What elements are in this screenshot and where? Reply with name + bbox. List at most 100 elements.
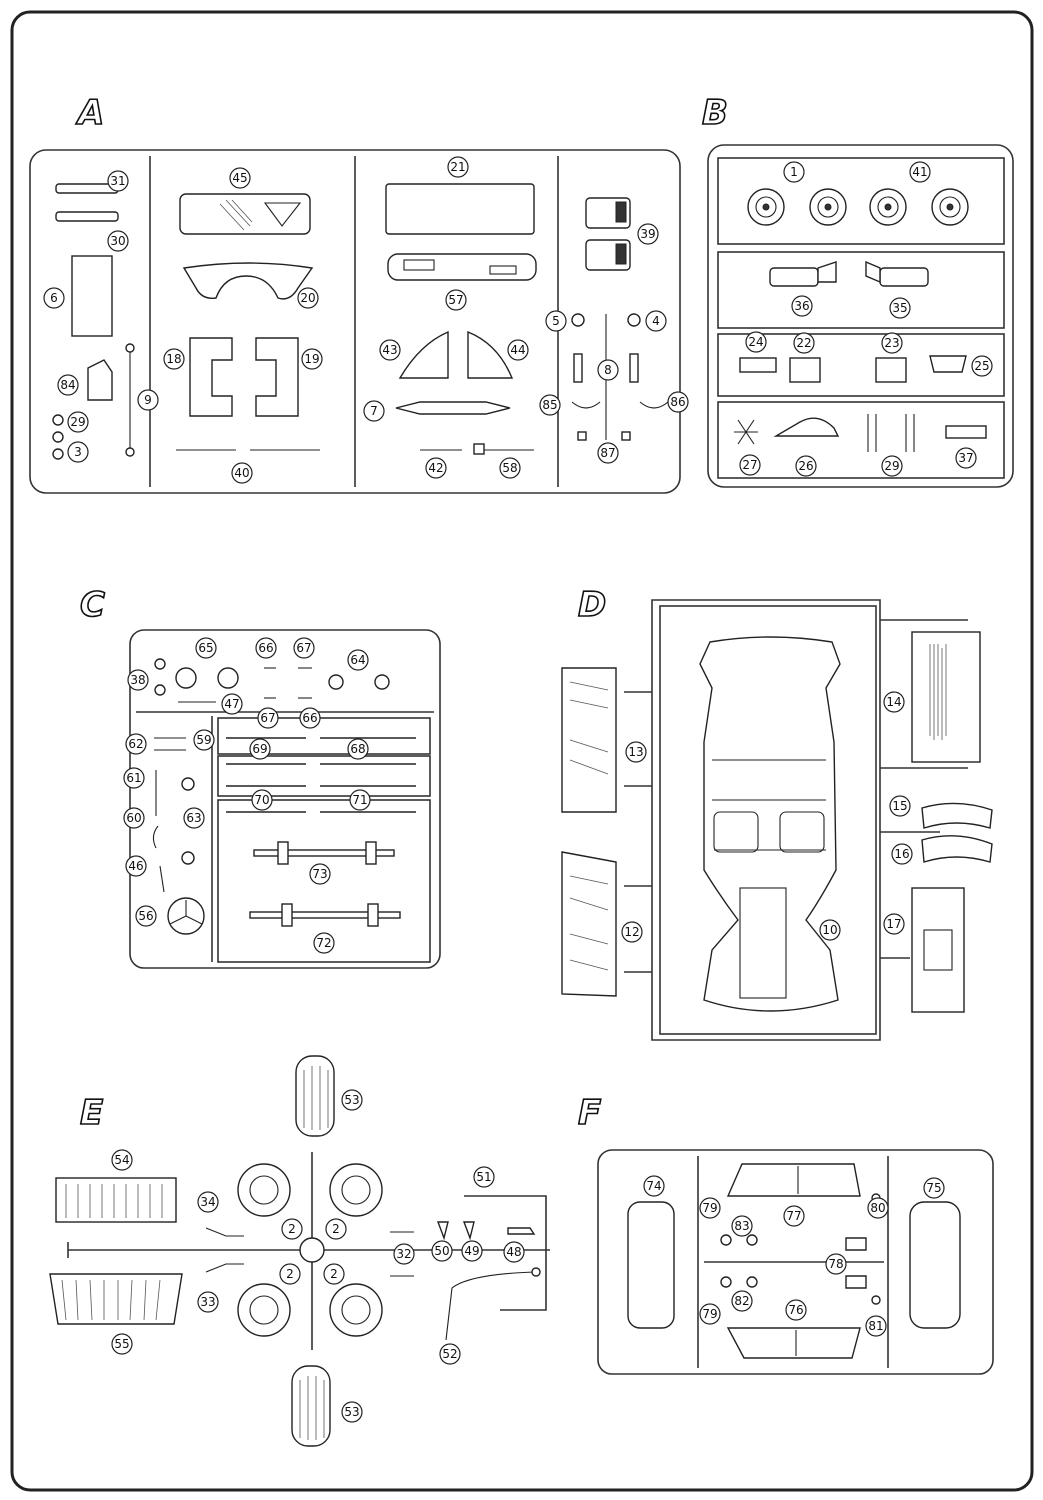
part-number-tag: 2 (323, 1263, 345, 1285)
part-number-label: 40 (234, 466, 249, 480)
part-number-label: 66 (302, 711, 317, 725)
part-number-label: 1 (790, 165, 798, 179)
part-number-tag: 84 (57, 374, 79, 396)
part-number-tag: 38 (127, 669, 149, 691)
part-number-label: 39 (640, 227, 655, 241)
part-number-tag: 31 (107, 170, 129, 192)
part-number-tag: 73 (309, 863, 331, 885)
part-number-tag: 57 (445, 289, 467, 311)
part-number-label: 41 (912, 165, 927, 179)
sprue-letter: D (578, 585, 606, 625)
part-number-label: 57 (448, 293, 463, 307)
part-number-label: 16 (894, 847, 909, 861)
part-number-label: 36 (794, 299, 809, 313)
part-number-label: 64 (350, 653, 365, 667)
part-number-tag: 46 (125, 855, 147, 877)
part-number-label: 76 (788, 1303, 803, 1317)
part-number-label: 53 (344, 1405, 359, 1419)
part-number-tag: 67 (293, 637, 315, 659)
part-number-tag: 53 (341, 1089, 363, 1111)
part-number-tag: 18 (163, 348, 185, 370)
part-number-label: 59 (196, 733, 211, 747)
part-number-label: 9 (144, 393, 152, 407)
part-number-tag: 14 (883, 691, 905, 713)
part-number-label: 19 (304, 352, 319, 366)
part-number-tag: 53 (341, 1401, 363, 1423)
part-number-label: 30 (110, 234, 125, 248)
part-number-tag: 81 (865, 1315, 887, 1337)
part-number-label: 18 (166, 352, 181, 366)
part-number-label: 51 (476, 1170, 491, 1184)
part-number-label: 71 (352, 793, 367, 807)
part-number-tag: 37 (955, 447, 977, 469)
part-number-label: 52 (442, 1347, 457, 1361)
part-number-label: 24 (748, 335, 763, 349)
part-number-label: 80 (870, 1201, 885, 1215)
part-number-label: 81 (868, 1319, 883, 1333)
part-number-label: 26 (798, 459, 813, 473)
part-number-tag: 19 (301, 348, 323, 370)
part-number-label: 45 (232, 171, 247, 185)
part-number-tag: 68 (347, 738, 369, 760)
part-number-label: 86 (670, 395, 685, 409)
part-number-label: 85 (542, 398, 557, 412)
part-number-label: 44 (510, 343, 525, 357)
part-number-tag: 34 (197, 1191, 219, 1213)
sprue-c: C (79, 584, 441, 969)
part-number-label: 29 (70, 415, 85, 429)
part-number-label: 15 (892, 799, 907, 813)
part-number-tag: 70 (251, 789, 273, 811)
sprue-b: B (701, 92, 1014, 488)
part-number-label: 33 (200, 1295, 215, 1309)
part-number-label: 35 (892, 301, 907, 315)
part-number-label: 49 (464, 1244, 479, 1258)
part-number-label: 23 (884, 336, 899, 350)
part-number-tag: 79 (699, 1303, 721, 1325)
part-number-tag: 82 (731, 1290, 753, 1312)
sprue-letter: A (75, 93, 104, 133)
part-number-tag: 23 (881, 332, 903, 354)
part-number-label: 22 (796, 336, 811, 350)
part-number-tag: 3 (67, 441, 89, 463)
part-number-tag: 50 (431, 1240, 453, 1262)
part-number-tag: 35 (889, 297, 911, 319)
part-number-tag: 13 (625, 741, 647, 763)
part-number-tag: 2 (281, 1218, 303, 1240)
part-number-tag: 2 (325, 1218, 347, 1240)
part-number-tag: 33 (197, 1291, 219, 1313)
part-number-label: 7 (370, 404, 378, 418)
part-number-tag: 17 (883, 913, 905, 935)
part-number-tag: 30 (107, 230, 129, 252)
part-number-label: 20 (300, 291, 315, 305)
part-number-tag: 8 (597, 359, 619, 381)
part-number-tag: 79 (699, 1197, 721, 1219)
part-number-label: 2 (332, 1222, 340, 1236)
part-number-tag: 48 (503, 1241, 525, 1263)
part-number-tag: 29 (67, 411, 89, 433)
part-number-label: 67 (260, 711, 275, 725)
part-number-label: 70 (254, 793, 269, 807)
part-number-tag: 5 (545, 310, 567, 332)
part-number-label: 62 (128, 737, 143, 751)
part-number-label: 75 (926, 1181, 941, 1195)
sprue-letter: F (578, 1093, 601, 1133)
part-number-label: 53 (344, 1093, 359, 1107)
part-number-tag: 66 (255, 637, 277, 659)
part-number-label: 74 (646, 1179, 661, 1193)
part-number-tag: 61 (123, 767, 145, 789)
part-number-label: 66 (258, 641, 273, 655)
part-number-label: 27 (742, 458, 757, 472)
part-number-label: 55 (114, 1337, 129, 1351)
part-number-tag: 6 (43, 287, 65, 309)
sprue-letter: B (702, 93, 728, 133)
part-number-tag: 75 (923, 1177, 945, 1199)
part-number-tag: 1 (783, 161, 805, 183)
part-number-label: 32 (396, 1247, 411, 1261)
part-number-tag: 36 (791, 295, 813, 317)
part-number-tag: 72 (313, 932, 335, 954)
part-number-label: 14 (886, 695, 901, 709)
part-number-tag: 71 (349, 789, 371, 811)
part-number-label: 17 (886, 917, 901, 931)
part-number-tag: 2 (279, 1263, 301, 1285)
part-number-label: 56 (138, 909, 153, 923)
